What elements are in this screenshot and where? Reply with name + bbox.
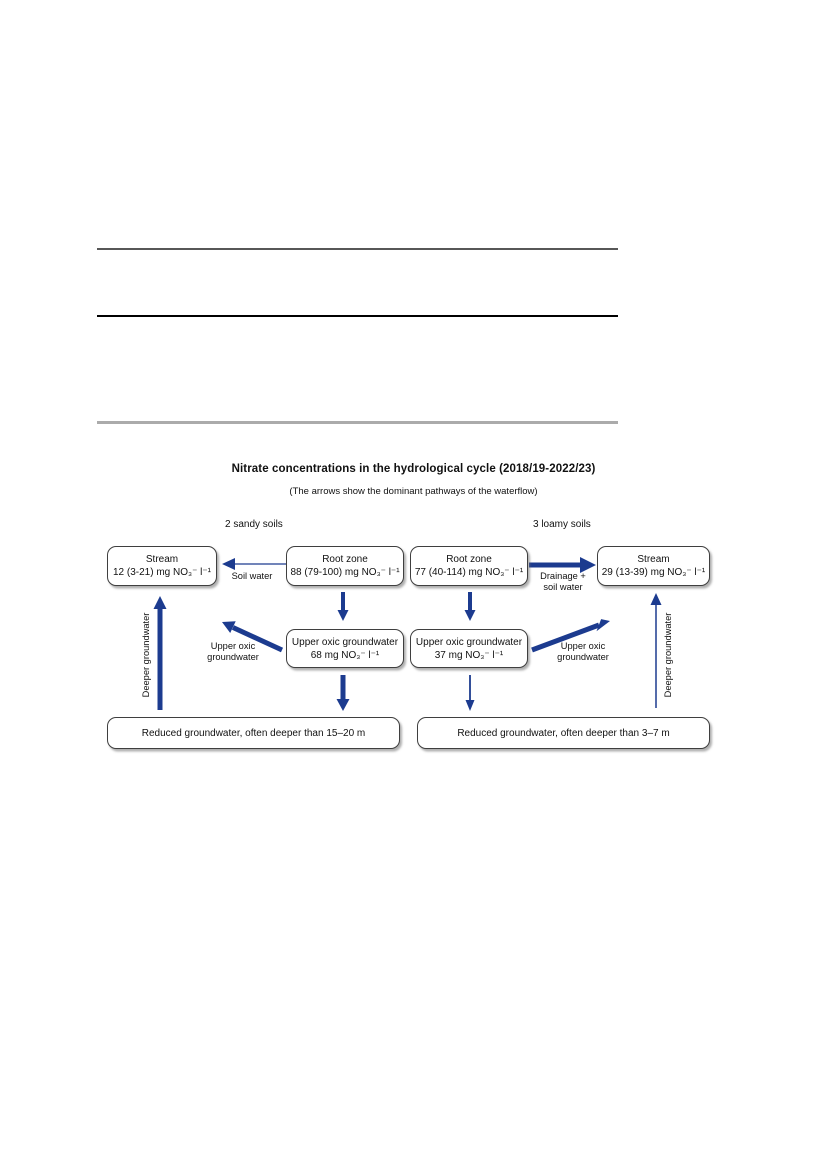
arrow-root-to-oxic-left <box>337 592 349 621</box>
group-label-loamy-soils: 3 loamy soils <box>533 519 591 530</box>
node-value: 77 (40-114) mg NO₃⁻ l⁻¹ <box>414 567 524 578</box>
node-value: 88 (79-100) mg NO₃⁻ l⁻¹ <box>290 567 400 578</box>
node-reduced-groundwater-left: Reduced groundwater, often deeper than 1… <box>107 717 400 749</box>
label-upper-oxic-groundwater-right: Upper oxic groundwater <box>557 641 609 662</box>
node-title: Stream <box>145 554 179 565</box>
node-title: Root zone <box>446 554 492 565</box>
node-upper-oxic-groundwater-left: Upper oxic groundwater 68 mg NO₃⁻ l⁻¹ <box>286 629 404 668</box>
arrow-deeper-groundwater-right <box>650 593 662 708</box>
label-deeper-groundwater-left: Deeper groundwater <box>141 612 151 698</box>
label-drainage-soil-water: Drainage + soil water <box>540 571 586 592</box>
node-value: 29 (13-39) mg NO₃⁻ l⁻¹ <box>601 567 706 578</box>
node-title: Reduced groundwater, often deeper than 1… <box>141 727 366 739</box>
horizontal-rule-bottom <box>97 421 618 424</box>
label-soil-water: Soil water <box>231 571 273 581</box>
horizontal-rule-top <box>97 248 618 250</box>
node-value: 12 (3-21) mg NO₃⁻ l⁻¹ <box>113 567 211 578</box>
node-value: 68 mg NO₃⁻ l⁻¹ <box>310 649 380 661</box>
figure-subtitle: (The arrows show the dominant pathways o… <box>289 486 538 497</box>
arrow-deeper-groundwater-left <box>153 596 167 710</box>
node-reduced-groundwater-right: Reduced groundwater, often deeper than 3… <box>417 717 710 749</box>
node-title: Root zone <box>322 554 368 565</box>
node-stream-left: Stream 12 (3-21) mg NO₃⁻ l⁻¹ <box>107 546 217 586</box>
node-title: Upper oxic groundwater <box>291 636 399 648</box>
arrow-oxic-to-reduced-right <box>465 675 475 711</box>
figure-title: Nitrate concentrations in the hydrologic… <box>231 463 596 475</box>
node-title: Reduced groundwater, often deeper than 3… <box>457 727 670 739</box>
arrow-root-to-oxic-right <box>464 592 476 621</box>
group-label-sandy-soils: 2 sandy soils <box>225 519 283 530</box>
node-stream-right: Stream 29 (13-39) mg NO₃⁻ l⁻¹ <box>597 546 710 586</box>
node-upper-oxic-groundwater-right: Upper oxic groundwater 37 mg NO₃⁻ l⁻¹ <box>410 629 528 668</box>
arrow-oxic-to-reduced-left <box>336 675 350 711</box>
node-title: Upper oxic groundwater <box>415 636 523 648</box>
node-value: 37 mg NO₃⁻ l⁻¹ <box>434 649 504 661</box>
node-root-zone-right: Root zone 77 (40-114) mg NO₃⁻ l⁻¹ <box>410 546 528 586</box>
horizontal-rule-middle <box>97 315 618 317</box>
node-title: Stream <box>637 554 670 565</box>
node-root-zone-left: Root zone 88 (79-100) mg NO₃⁻ l⁻¹ <box>286 546 404 586</box>
label-deeper-groundwater-right: Deeper groundwater <box>663 612 673 698</box>
arrow-soil-water <box>222 558 286 570</box>
label-upper-oxic-groundwater-left: Upper oxic groundwater <box>207 641 259 662</box>
